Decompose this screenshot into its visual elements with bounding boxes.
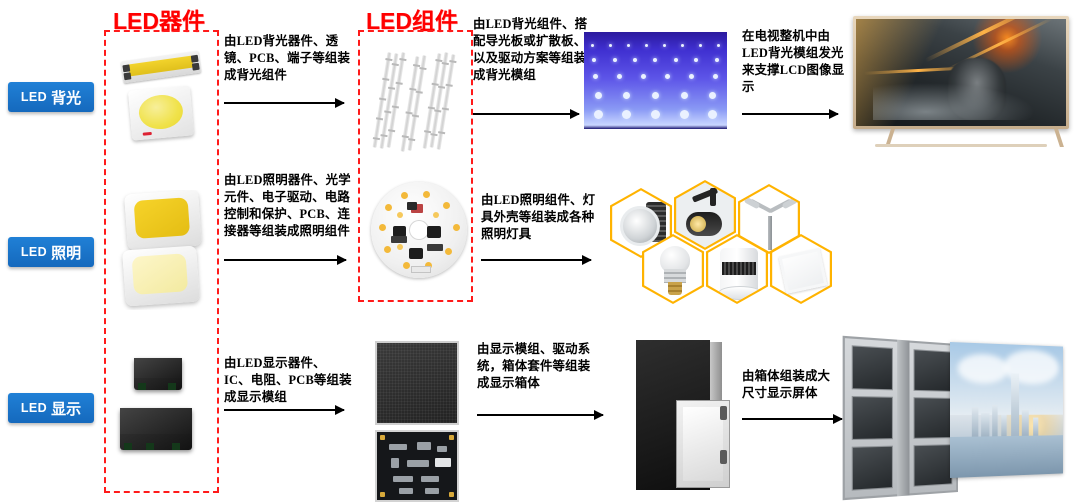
image-led-display-cabinet (636, 340, 736, 498)
dashed-box-devices (104, 30, 219, 493)
image-led-lighting-packages (110, 190, 214, 310)
hex-downlight (610, 188, 672, 258)
badge-label-en: LED (20, 90, 48, 104)
led-display-package-single (134, 358, 182, 390)
arrow-backlight-3 (742, 109, 839, 119)
led-cream-package (122, 245, 200, 307)
arrow-lighting-2 (481, 255, 592, 265)
image-lighting-fixtures-hexagons (606, 172, 864, 308)
led-square-package (127, 85, 195, 141)
badge-label-en: LED (20, 245, 48, 259)
image-lcd-television (853, 16, 1069, 148)
image-direct-lit-backlight-module (584, 32, 727, 129)
caption-backlight-to-module: 由LED背光组件、搭配导光板或扩散板、以及驱动方案等组装成背光模组 (473, 17, 588, 82)
arrow-lighting-1 (224, 255, 347, 265)
caption-lighting-to-component: 由LED照明器件、光学元件、电子驱动、电路控制和保护、PCB、连接器等组装成照明… (224, 173, 351, 238)
image-led-light-bar-strips (370, 52, 466, 152)
image-led-display-packages (110, 352, 214, 472)
image-led-light-engine-module (367, 178, 471, 290)
image-large-led-video-wall (842, 335, 1076, 501)
badge-label-cn: 照明 (51, 244, 82, 262)
image-led-display-module-front (375, 341, 459, 425)
led-amber-package (124, 190, 202, 251)
badge-led-display[interactable]: LED 显示 (8, 393, 94, 423)
header-led-devices: LED器件 (113, 8, 205, 34)
caption-lighting-final: 由LED照明组件、灯具外壳等组装成各种照明灯具 (481, 193, 596, 241)
badge-led-lighting[interactable]: LED 照明 (8, 237, 94, 267)
badge-label-cn: 背光 (51, 89, 82, 107)
badge-label-en: LED (20, 401, 48, 415)
arrow-display-1 (224, 405, 345, 415)
arrow-backlight-2 (473, 109, 580, 119)
hex-track-light (674, 180, 736, 250)
caption-display-final: 由箱体组装成大尺寸显示屏体 (742, 369, 831, 400)
badge-led-backlight[interactable]: LED 背光 (8, 82, 94, 112)
header-led-components: LED组件 (366, 8, 458, 34)
badge-label-cn: 显示 (51, 400, 82, 418)
caption-backlight-to-component: 由LED背光器件、透镜、PCB、端子等组装成背光组件 (224, 34, 351, 82)
arrow-backlight-1 (224, 98, 345, 108)
dashed-box-components (358, 30, 473, 302)
caption-display-to-module: 由LED显示器件、IC、电阻、PCB等组装成显示模组 (224, 356, 352, 404)
led-bar-package (120, 50, 202, 84)
image-led-display-module-pcb (375, 430, 459, 502)
arrow-display-3 (742, 414, 843, 424)
arrow-display-2 (477, 410, 604, 420)
led-display-package-quad (120, 408, 192, 450)
image-led-backlight-packages (110, 40, 214, 150)
caption-backlight-final: 在电视整机中由LED背光模组发光来支撑LCD图像显示 (742, 29, 845, 94)
caption-display-to-cabinet: 由显示模组、驱动系统，箱体套件等组装成显示箱体 (477, 342, 591, 390)
